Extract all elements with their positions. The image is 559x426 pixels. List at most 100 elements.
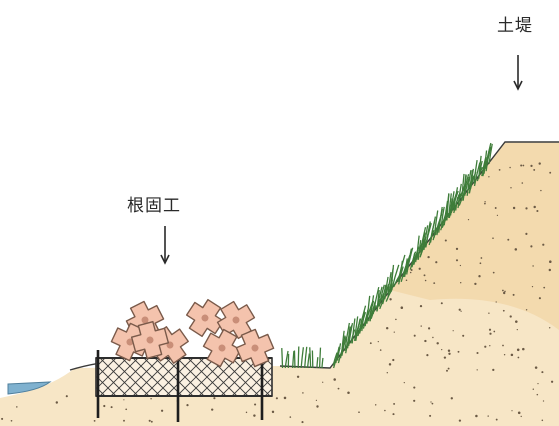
soil-speckle: [460, 282, 462, 284]
soil-speckle: [550, 380, 554, 383]
soil-speckle: [533, 205, 536, 209]
soil-speckle: [419, 304, 423, 308]
soil-speckle: [496, 214, 499, 217]
soil-speckle: [548, 268, 552, 272]
soil-speckle: [462, 334, 465, 337]
foot-protection-label: 根固工: [127, 196, 181, 216]
soil-speckle: [516, 329, 518, 331]
soil-speckle: [522, 164, 525, 167]
soil-speckle: [392, 413, 395, 416]
soil-speckle: [532, 265, 534, 267]
soil-speckle: [536, 209, 539, 213]
soil-speckle: [517, 411, 521, 415]
grass-blade: [423, 225, 429, 250]
grass-blade: [300, 347, 305, 369]
grass-blade: [316, 357, 319, 369]
soil-speckle: [403, 381, 405, 384]
soil-speckle: [55, 401, 59, 404]
soil-speckle: [532, 388, 535, 390]
grass-blade: [478, 155, 482, 179]
soil-speckle: [337, 387, 340, 390]
net-strand: [143, 358, 183, 396]
soil-speckle: [433, 282, 436, 285]
grass-blade: [351, 318, 356, 344]
soil-speckle: [388, 363, 392, 366]
soil-speckle: [511, 410, 513, 412]
grass-blade: [488, 143, 493, 164]
soil-speckle: [493, 330, 496, 333]
soil-speckle: [275, 397, 278, 400]
embankment-label: 土堤: [497, 16, 533, 36]
grass-blade: [467, 175, 475, 192]
soil-speckle: [489, 345, 491, 347]
net-strand: [176, 358, 216, 396]
grass-blade: [335, 346, 340, 364]
soil-speckle: [322, 381, 324, 383]
soil-speckle: [150, 420, 153, 423]
soil-speckle: [426, 354, 429, 357]
grass-blade: [449, 191, 455, 216]
grass-blade: [448, 193, 452, 218]
soil-speckle: [502, 344, 504, 347]
concrete-block: [130, 320, 170, 360]
grass-blade: [367, 300, 375, 322]
grass-blade: [349, 329, 356, 344]
grass-blade: [389, 267, 394, 292]
soil-speckle: [495, 301, 497, 303]
soil-speckle: [413, 334, 416, 337]
soil-speckle: [123, 399, 125, 401]
foot-protection-arrow: [160, 226, 170, 265]
soil-speckle: [549, 171, 552, 174]
net-strand: [209, 358, 249, 396]
soil-speckle: [455, 247, 459, 251]
grass-blade: [406, 247, 414, 273]
net-strand: [198, 358, 238, 396]
grass-blade: [419, 227, 427, 253]
river-water: [7, 381, 52, 395]
soil-speckle: [487, 415, 489, 417]
soil-speckle: [548, 327, 551, 329]
grass-blade: [372, 286, 380, 314]
grass-blade: [449, 198, 453, 216]
net-strand: [154, 358, 194, 396]
soil-speckle: [536, 393, 539, 396]
soil-speckle: [458, 308, 461, 311]
soil-speckle: [541, 371, 544, 374]
net-strand: [110, 358, 150, 396]
soil-speckle: [484, 201, 486, 203]
soil-speckle: [530, 245, 533, 248]
grass-blade: [440, 206, 445, 226]
soil-speckle: [283, 396, 287, 400]
grass-blade: [381, 284, 387, 305]
soil-speckle: [498, 169, 501, 171]
soil-speckle: [538, 297, 541, 300]
grass-blade: [332, 352, 338, 366]
soil-speckle: [517, 356, 520, 359]
soil-speckle: [549, 260, 552, 263]
soil-speckle: [430, 401, 432, 403]
grass-blade: [346, 326, 351, 349]
soil-speckle: [93, 419, 96, 422]
soil-speckle: [254, 403, 257, 406]
soil-speckle: [467, 218, 470, 221]
grass-blade: [356, 318, 362, 337]
grass-blade: [399, 260, 404, 280]
grass-blade: [446, 193, 450, 221]
soil-speckle: [369, 342, 372, 345]
soil-speckle: [110, 406, 113, 409]
grass-blade: [405, 259, 410, 273]
soil-speckle: [245, 411, 248, 414]
soil-speckle: [509, 166, 511, 169]
soil-speckle: [358, 411, 360, 414]
soil-speckle: [1, 417, 4, 420]
soil-speckle: [271, 410, 275, 414]
soil-speckle: [543, 286, 546, 289]
soil-speckle: [457, 350, 460, 353]
soil-speckle: [186, 404, 189, 407]
soil-speckle: [504, 290, 506, 293]
soil-speckle: [492, 237, 494, 239]
gabion-net-box: [95, 350, 273, 422]
soil-speckle: [492, 271, 495, 274]
soil-speckle: [484, 345, 487, 348]
